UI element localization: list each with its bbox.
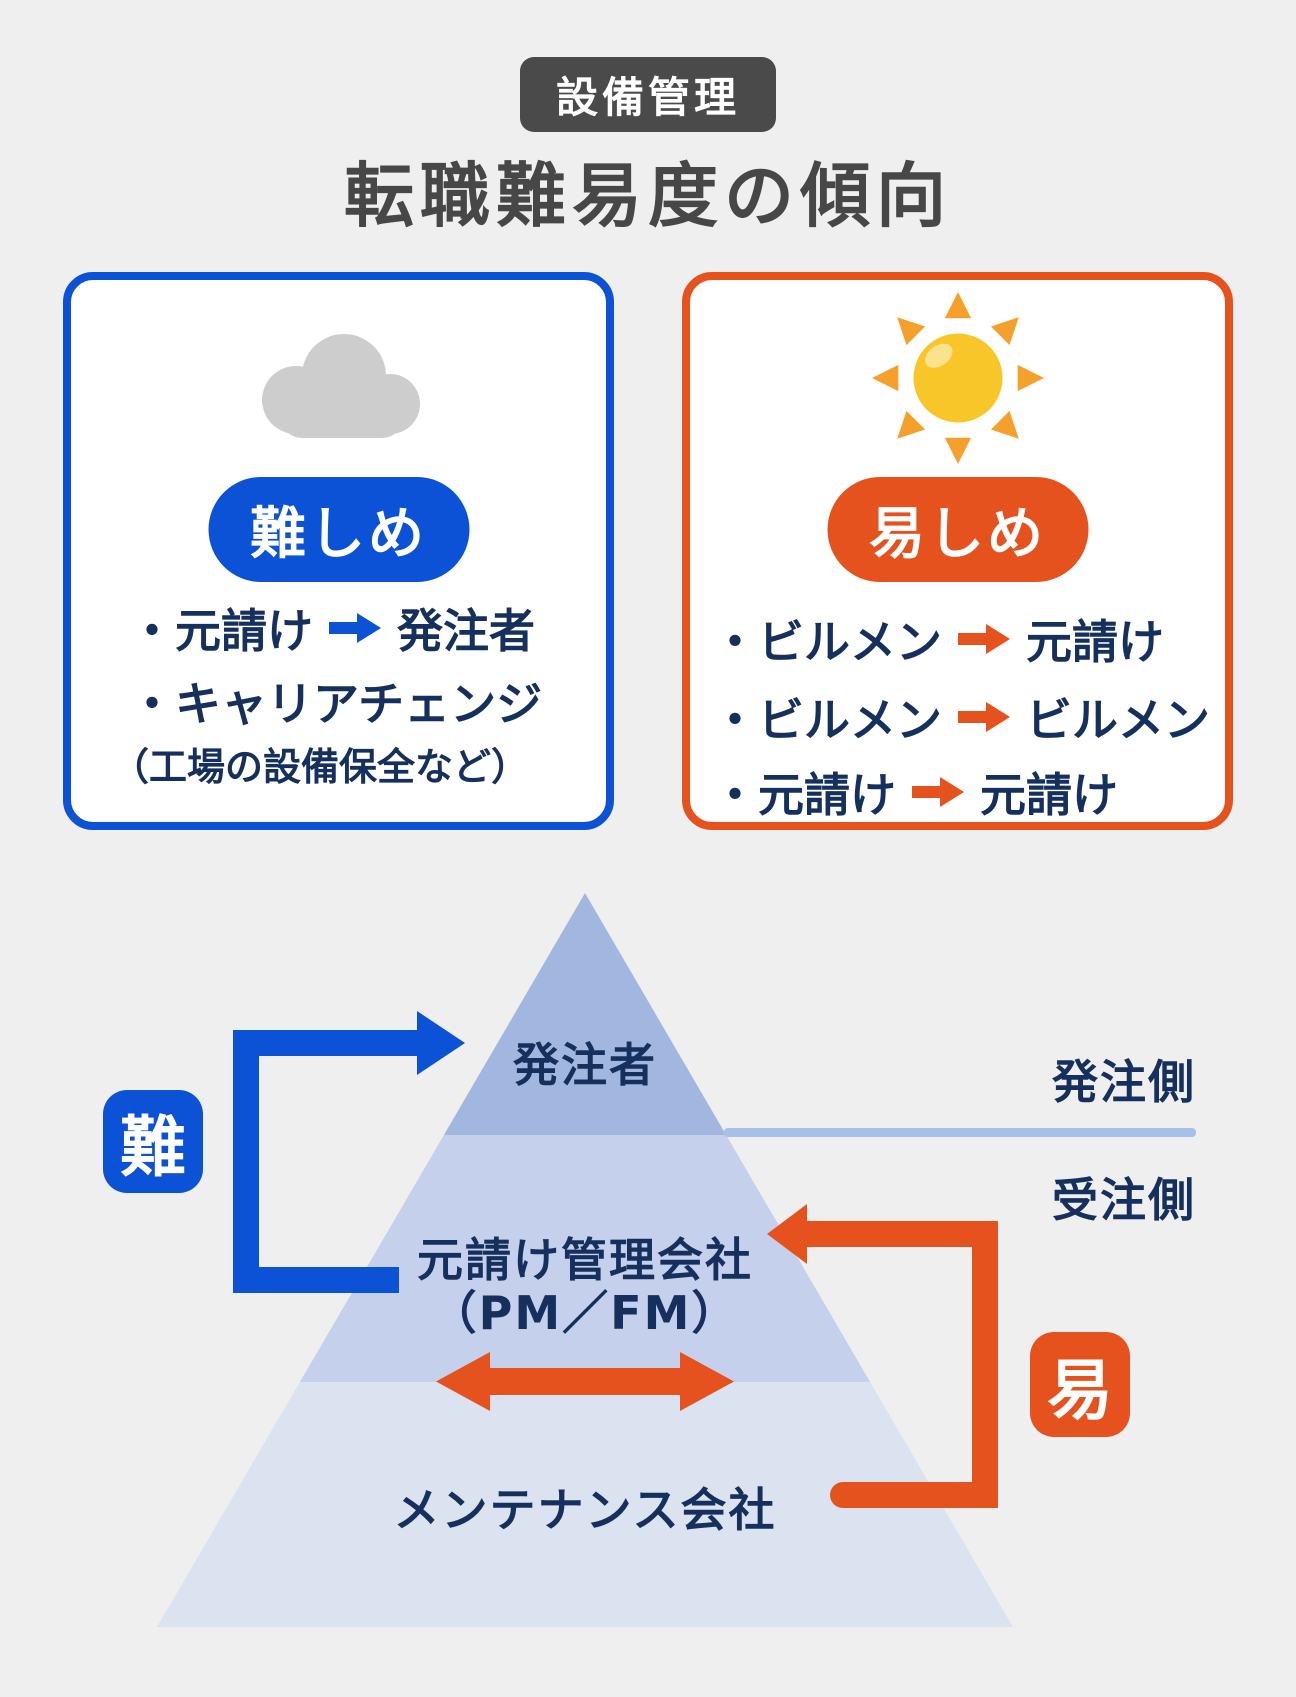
cloud-icon [244,328,434,444]
arrow-right-icon [958,624,1010,654]
hard-card: 難しめ ・元請け 発注者 ・キャリアチェンジ （工場の設備保全など） [63,272,614,830]
easy-arrow-top-arm [804,1221,998,1247]
pyramid-bottom-label: メンテナンス会社 [393,1483,777,1537]
easy-item-2-from: ・ビルメン [712,693,942,747]
arrow-right-icon [329,613,381,643]
hard-arrow-bottom-arm [233,1267,399,1293]
lateral-arrow-shaft [486,1368,684,1395]
arrow-right-icon [958,702,1010,732]
hard-item-2: ・キャリアチェンジ [129,668,542,734]
side-divider-line [724,1128,1196,1137]
easy-badge-label: 易 [1047,1351,1113,1429]
hard-item-1-from: ・元請け [129,604,313,658]
sun-icon [871,292,1044,468]
easy-card: 易しめ ・ビルメン 元請け ・ビルメン ビルメン ・元請け 元請け [682,272,1233,830]
hard-pill: 難しめ [208,477,469,582]
hard-item-1: ・元請け 発注者 [129,595,535,661]
pyramid-middle-sublabel: （PM／FM） [430,1286,740,1340]
category-badge: 設備管理 [519,57,777,132]
easy-item-2-to: ビルメン [1026,693,1210,747]
page-title: 転職難易度の傾向 [344,155,952,237]
hard-item-2-text: ・キャリアチェンジ [129,677,543,731]
easy-item-3-to: 元請け [980,768,1118,822]
easy-item-1-to: 元請け [1026,615,1164,669]
hard-badge: 難 [103,1090,203,1193]
hard-item-note: （工場の設備保全など） [111,745,530,789]
pyramid-middle-label: 元請け管理会社 [417,1233,753,1287]
easy-item-1: ・ビルメン 元請け [712,606,1164,672]
easy-arrow-vertical [972,1221,998,1508]
easy-item-1-from: ・ビルメン [712,615,942,669]
hard-arrow-top-arm [233,1030,419,1056]
easy-badge: 易 [1030,1332,1130,1437]
receiving-side-label: 受注側 [1052,1173,1196,1227]
hard-arrow-vertical [233,1030,259,1293]
category-badge-label: 設備管理 [555,73,741,122]
easy-item-3: ・元請け 元請け [712,759,1118,825]
ordering-side-label: 発注側 [1052,1055,1196,1109]
easy-item-3-from: ・元請け [712,768,896,822]
easy-pill: 易しめ [827,477,1088,582]
hard-badge-label: 難 [120,1108,186,1186]
pyramid-top-label: 発注者 [513,1038,657,1092]
easy-item-2: ・ビルメン ビルメン [712,684,1210,750]
arrow-right-icon [912,777,964,807]
easy-arrow-bottom-arm [830,1482,998,1508]
hard-item-1-to: 発注者 [397,604,535,658]
